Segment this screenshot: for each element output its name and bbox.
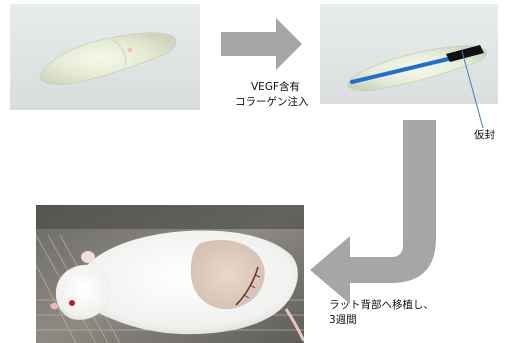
seal-label: 仮封 bbox=[474, 128, 495, 143]
curved-down-left-arrow bbox=[310, 120, 436, 304]
implant-label: ラット背部へ移植し、 3週間 bbox=[329, 298, 434, 328]
implant-label-line1: ラット背部へ移植し、 bbox=[329, 298, 434, 313]
injection-label-line1: VEGF含有 bbox=[235, 80, 309, 95]
injection-label: VEGF含有 コラーゲン注入 bbox=[235, 80, 309, 110]
injection-label-line2: コラーゲン注入 bbox=[235, 95, 309, 110]
implant-label-line2: 3週間 bbox=[329, 313, 434, 328]
right-arrow bbox=[221, 18, 302, 70]
seal-callout-line bbox=[462, 51, 483, 128]
